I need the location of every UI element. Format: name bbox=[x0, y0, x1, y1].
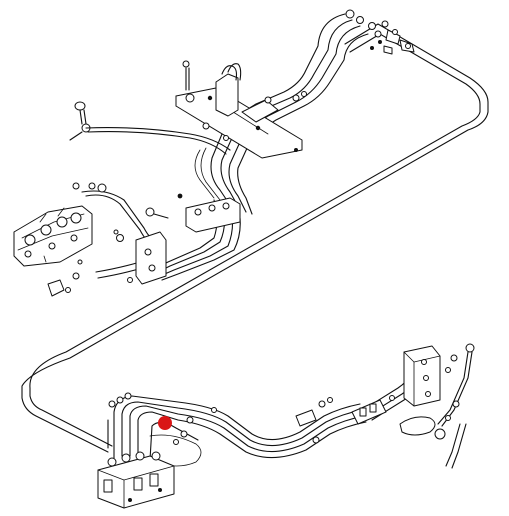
front-control-valve bbox=[97, 451, 175, 509]
top-right-fittings bbox=[345, 9, 415, 55]
red-callout-marker[interactable] bbox=[158, 416, 172, 430]
left-valve-pump-assembly bbox=[13, 205, 93, 267]
upper-mounting-bracket bbox=[175, 60, 307, 159]
lower-left-bracket bbox=[107, 392, 217, 467]
right-lever-bracket bbox=[399, 343, 475, 469]
lower-right-connectors bbox=[295, 395, 395, 444]
left-control-cable bbox=[69, 101, 231, 155]
loop-tube-outer bbox=[21, 23, 489, 453]
middle-manifold-fittings bbox=[47, 182, 241, 297]
